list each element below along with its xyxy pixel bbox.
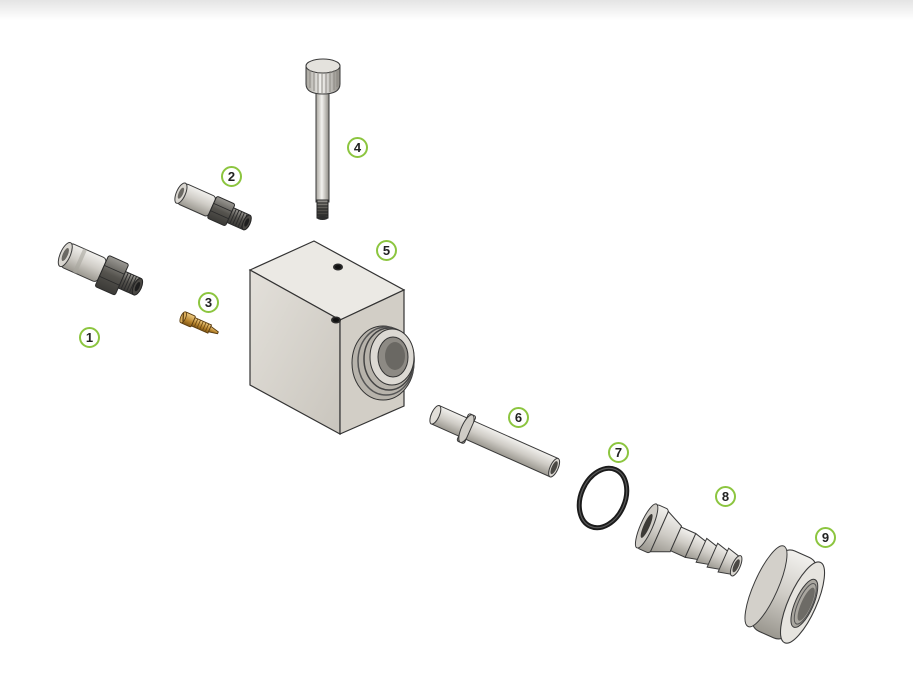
callout-7: 7 — [608, 442, 629, 463]
callout-1: 1 — [79, 327, 100, 348]
part-9-cap-nut — [744, 545, 826, 644]
part-5-valve-block — [248, 240, 415, 436]
part-1-push-fitting — [57, 241, 144, 296]
callout-2: 2 — [221, 166, 242, 187]
part-8-hose-barb — [634, 503, 743, 577]
callout-9: 9 — [815, 527, 836, 548]
block-threaded-port — [351, 325, 415, 401]
callout-5: 5 — [376, 240, 397, 261]
callout-6: 6 — [508, 407, 529, 428]
top-shade — [0, 0, 913, 20]
callout-4: 4 — [347, 137, 368, 158]
part-4-thumb-screw — [305, 58, 341, 220]
part-2-push-fitting — [174, 182, 252, 231]
part-6-tube — [429, 404, 561, 478]
callout-3: 3 — [198, 292, 219, 313]
part-7-o-ring — [576, 465, 630, 531]
callout-8: 8 — [715, 486, 736, 507]
part-3-brass-needle — [179, 311, 219, 335]
